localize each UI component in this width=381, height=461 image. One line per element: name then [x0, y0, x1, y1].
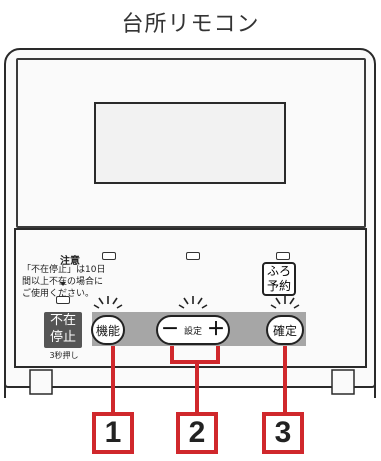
callout-1: 1 — [92, 412, 134, 454]
led-indicator-left — [102, 252, 116, 260]
led-indicator-center — [186, 252, 200, 260]
minus-icon[interactable]: － — [161, 319, 179, 340]
kino-button[interactable]: 機能 — [91, 315, 125, 345]
led-indicator-fuzai — [56, 296, 70, 304]
callout-3: 3 — [262, 412, 304, 454]
settei-label: 設定 — [183, 326, 202, 337]
settei-button[interactable]: － 設定 ＋ — [156, 315, 230, 345]
plus-icon[interactable]: ＋ — [206, 319, 225, 340]
kakutei-button[interactable]: 確定 — [266, 315, 304, 345]
hold-3sec-label: 3秒押し — [49, 351, 79, 360]
caution-heading: 注意 — [60, 256, 80, 267]
callout-2: 2 — [176, 412, 218, 454]
led-indicator-right — [276, 252, 290, 260]
display-screen — [94, 102, 286, 184]
caution-text: 「不在停止」は10日間以上不在の場合にご使用ください。 — [22, 265, 106, 299]
page-title: 台所リモコン — [121, 12, 260, 37]
fuzai-teishi-button[interactable]: 不在停止 — [44, 312, 82, 348]
furo-yoyaku-button[interactable]: ふろ予約 — [262, 262, 296, 296]
remote-lower-frame — [4, 368, 376, 398]
